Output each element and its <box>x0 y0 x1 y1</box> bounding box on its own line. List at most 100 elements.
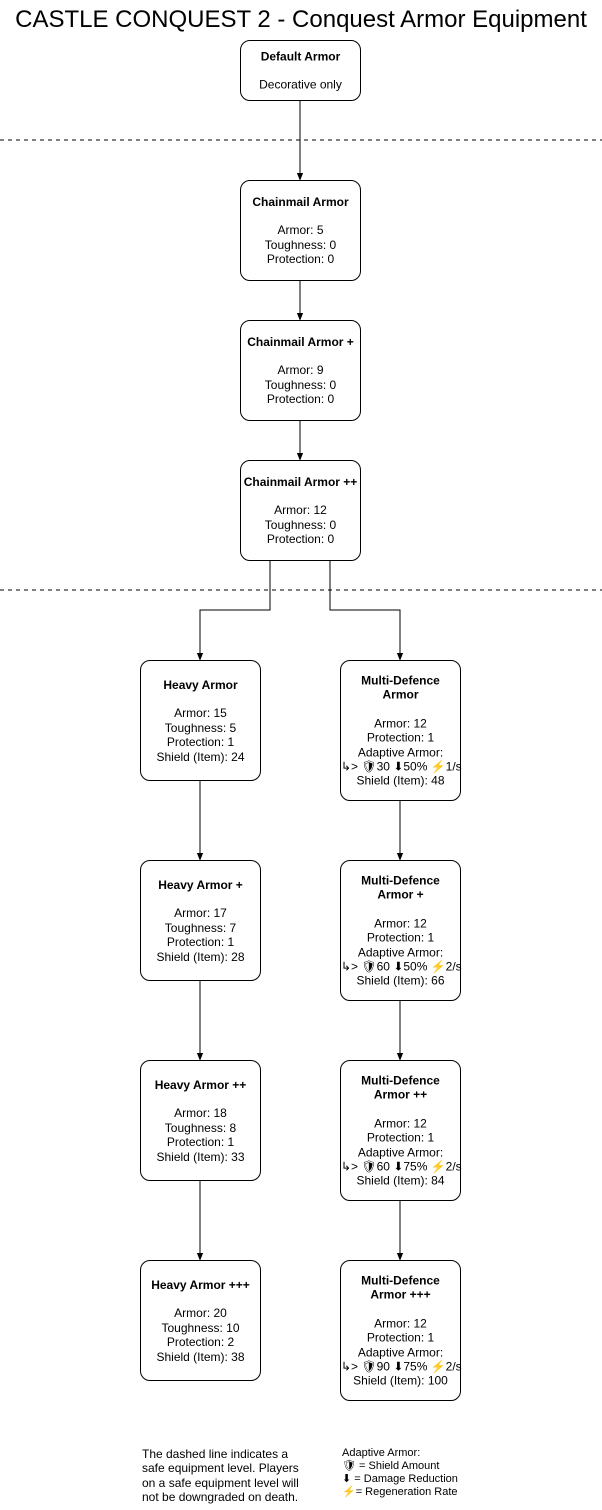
node-title: Multi-Defence Armor + <box>361 872 440 902</box>
node-stat-line: Toughness: 10 <box>161 1320 240 1335</box>
node-spacer <box>341 1302 460 1316</box>
node-stat-line: Protection: 0 <box>266 252 335 267</box>
node-stat-line: Toughness: 0 <box>264 237 337 252</box>
node-spacer <box>241 349 360 363</box>
node-stat-line: Protection: 1 <box>366 930 435 945</box>
legend-heading: Adaptive Armor: <box>342 1447 421 1459</box>
node-stat-line: Shield (Item): 28 <box>156 949 245 964</box>
node-stat-line: ↳> 🛡30 ⬇50% ⚡1/s <box>341 759 462 774</box>
node-stat-line: Protection: 1 <box>366 1130 435 1145</box>
node-stat-line: Adaptive Armor: <box>357 944 444 959</box>
node-stat-line: Shield (Item): 33 <box>156 1149 245 1164</box>
node-stat-line: ↳> 🛡60 ⬇50% ⚡2/s <box>341 959 462 974</box>
legend-shield-icon: 🛡 = Shield Amount <box>342 1460 440 1472</box>
node-stat-line: Toughness: 8 <box>164 1120 237 1135</box>
node-stat-line: Armor: 18 <box>174 1106 227 1121</box>
node-stat-line: Shield (Item): 66 <box>356 973 445 988</box>
node-title: Chainmail Armor ++ <box>243 474 358 489</box>
node-stat-line: Shield (Item): 38 <box>156 1349 245 1364</box>
node-title: Multi-Defence Armor <box>361 672 440 702</box>
diagram-title: CASTLE CONQUEST 2 - Conquest Armor Equip… <box>15 6 587 33</box>
node-stat-line: Protection: 2 <box>166 1334 235 1349</box>
node-title: Heavy Armor +++ <box>151 1277 250 1292</box>
node-stat-line: Armor: 9 <box>277 363 324 378</box>
node-spacer <box>341 902 460 916</box>
node-title: Heavy Armor ++ <box>154 1077 247 1092</box>
node-title: Heavy Armor + <box>158 877 243 892</box>
node-stat-line: Armor: 5 <box>277 223 324 238</box>
node-stat-line: Toughness: 7 <box>164 920 237 935</box>
node-spacer <box>241 489 360 503</box>
node-title: Default Armor <box>260 48 341 63</box>
node-stat-line: Adaptive Armor: <box>357 744 444 759</box>
legend-regen-icon: ⚡= Regeneration Rate <box>342 1486 458 1498</box>
node-stat-line: Toughness: 0 <box>264 517 337 532</box>
node-stat-line: Protection: 1 <box>166 1134 235 1149</box>
node-stat-line: Protection: 1 <box>166 934 235 949</box>
node-stat-line: Protection: 1 <box>366 1330 435 1345</box>
legend-reduction-icon: ⬇ = Damage Reduction <box>342 1473 458 1485</box>
node-stat-line: ↳> 🛡60 ⬇75% ⚡2/s <box>341 1159 462 1174</box>
node-spacer <box>341 1102 460 1116</box>
node-stat-line: Armor: 12 <box>374 1116 427 1131</box>
node-stat-line: Armor: 17 <box>174 906 227 921</box>
edge-chain2-to-heavy0 <box>196 560 271 661</box>
node-stat-line: Armor: 12 <box>274 503 327 518</box>
node-stat-line: Toughness: 5 <box>164 720 237 735</box>
node-stat-line: Protection: 1 <box>166 734 235 749</box>
node-spacer <box>141 692 260 706</box>
node-title: Chainmail Armor <box>252 194 349 209</box>
node-stat-line: Armor: 15 <box>174 706 227 721</box>
node-spacer <box>241 209 360 223</box>
node-stat-line: Protection: 0 <box>266 392 335 407</box>
node-spacer <box>141 1092 260 1106</box>
node-title: Chainmail Armor + <box>247 334 354 349</box>
node-stat-line: Protection: 0 <box>266 532 335 547</box>
node-spacer <box>141 892 260 906</box>
node-stat-line: Shield (Item): 84 <box>356 1173 445 1188</box>
node-stat-line: Decorative only <box>259 77 342 92</box>
node-spacer <box>341 702 460 716</box>
node-stat-line: Armor: 12 <box>374 716 427 731</box>
edge-chain2-to-multi0 <box>329 560 404 661</box>
node-spacer <box>141 1292 260 1306</box>
node-title: Multi-Defence Armor +++ <box>361 1272 440 1302</box>
node-stat-line: Armor: 12 <box>374 1316 427 1331</box>
node-stat-line: ↳> 🛡90 ⬇75% ⚡2/s <box>341 1359 462 1374</box>
safe-level-note: The dashed line indicates a safe equipme… <box>142 1447 299 1505</box>
node-stat-line: Armor: 20 <box>174 1306 227 1321</box>
node-stat-line: Toughness: 0 <box>264 377 337 392</box>
node-title: Heavy Armor <box>163 677 238 692</box>
node-title: Multi-Defence Armor ++ <box>361 1072 440 1102</box>
node-stat-line: Adaptive Armor: <box>357 1144 444 1159</box>
node-stat-line: Protection: 1 <box>366 730 435 745</box>
node-stat-line: Shield (Item): 24 <box>156 749 245 764</box>
node-stat-line: Shield (Item): 100 <box>353 1373 448 1388</box>
node-spacer <box>241 63 360 77</box>
